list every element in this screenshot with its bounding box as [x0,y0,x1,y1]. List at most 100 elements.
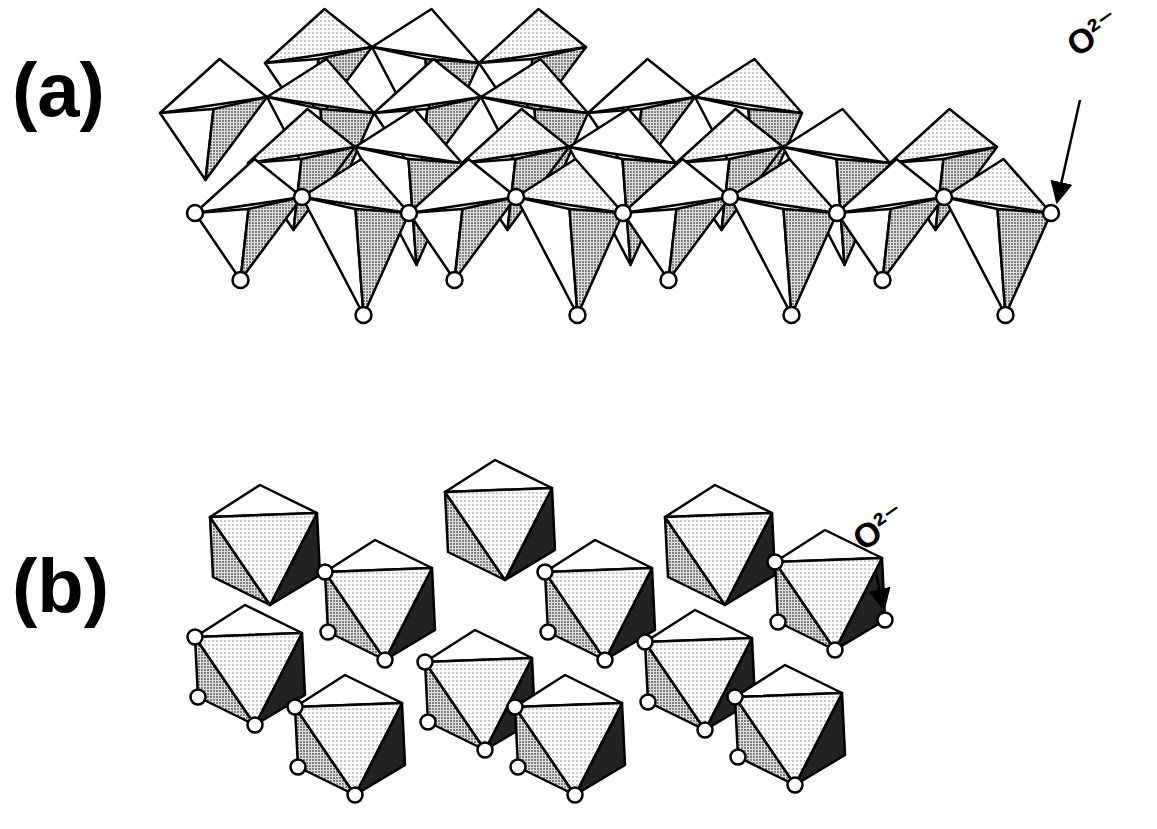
octahedron-face [210,513,317,605]
oxygen-atom [378,653,393,668]
oxygen-atom [936,189,952,205]
octahedron-face [665,485,772,517]
panel-label: (b) [12,548,109,624]
octahedron-face [775,558,882,650]
oxygen-atom [698,723,713,738]
oxygen-atom [788,778,803,793]
oxygen-atom [661,272,677,288]
octahedron-face [325,540,432,572]
octahedron-face [325,568,432,660]
tetrahedron-face [356,209,410,315]
ion-label: O²⁻ [1060,2,1125,62]
oxygen-atom [875,272,891,288]
oxygen-atom [771,615,786,630]
octahedron [295,675,405,795]
tetrahedron-face [998,209,1052,315]
tetrahedron-face [302,197,364,315]
tetrahedron-face [944,197,1006,315]
leader-arrow [876,574,884,609]
octahedron-face [210,485,317,517]
tetrahedron [195,159,302,280]
octahedron-face [515,675,622,707]
oxygen-atom [188,630,203,645]
tetrahedron-face [455,197,517,280]
oxygen-atom [598,653,613,668]
octahedron [445,460,555,580]
oxygen-atom [784,307,800,323]
tetrahedron [623,159,730,280]
oxygen-atom [348,788,363,803]
octahedron [665,485,775,605]
oxygen-atom [615,205,631,221]
oxygen-atom [401,205,417,221]
leader-arrows [876,100,1080,609]
leader-arrow [1057,100,1080,202]
oxygen-atom [641,695,656,710]
panel-label: (a) [12,52,105,128]
octahedron [210,485,320,605]
oxygen-atom [508,189,524,205]
oxygen-atom [508,700,523,715]
oxygen-atom [1043,205,1059,221]
oxygen-atom [318,565,333,580]
oxygen-atom [288,700,303,715]
oxygen-atom [722,189,738,205]
oxygen-atom [568,788,583,803]
tetrahedron [409,159,516,280]
oxygen-atom [418,655,433,670]
oxygen-atom [511,760,526,775]
octahedron [195,605,305,725]
oxygen-atom [638,635,653,650]
oxygen-atom [998,307,1014,323]
octahedron [325,540,435,660]
octahedral-sheet [188,460,893,803]
tetrahedron-face [516,197,578,315]
oxygen-atom [878,613,893,628]
oxygen-atom [294,189,310,205]
oxygen-atom [248,718,263,733]
oxygen-atom [829,205,845,221]
octahedron-face [735,665,842,697]
oxygen-atom [321,625,336,640]
tetrahedron-face [883,197,945,280]
tetrahedron [837,159,944,280]
tetrahedron-face [669,197,731,280]
oxygen-atom [233,272,249,288]
tetrahedron [944,159,1051,315]
tetrahedron [302,159,409,315]
octahedron-face [645,610,752,642]
octahedron-face [195,633,302,725]
oxygen-atom [731,750,746,765]
tetrahedron [516,159,623,315]
oxygen-atom [447,272,463,288]
tetrahedron-face [784,209,838,315]
oxygen-atom [541,625,556,640]
octahedron-face [445,460,552,492]
octahedron-face [515,703,622,795]
octahedron-face [735,693,842,785]
octahedron-face [295,703,402,795]
oxygen-atom [191,690,206,705]
tetrahedron [730,159,837,315]
octahedron-face [545,568,652,660]
oxygen-atom [768,555,783,570]
octahedron-face [295,675,402,707]
tetrahedron-face [241,197,303,280]
oxygen-atom [291,760,306,775]
oxygen-atom [728,690,743,705]
oxygen-atom [828,643,843,658]
octahedron [545,540,655,660]
oxygen-atom [478,743,493,758]
octahedron-face [425,630,532,662]
octahedron [515,675,625,795]
tetrahedron-face [570,209,624,315]
octahedron-face [545,540,652,572]
oxygen-atom [538,565,553,580]
oxygen-atom [570,307,586,323]
tetrahedron-face [730,197,792,315]
octahedron-face [195,605,302,637]
octahedron-face [665,513,772,605]
octahedron [735,665,845,785]
